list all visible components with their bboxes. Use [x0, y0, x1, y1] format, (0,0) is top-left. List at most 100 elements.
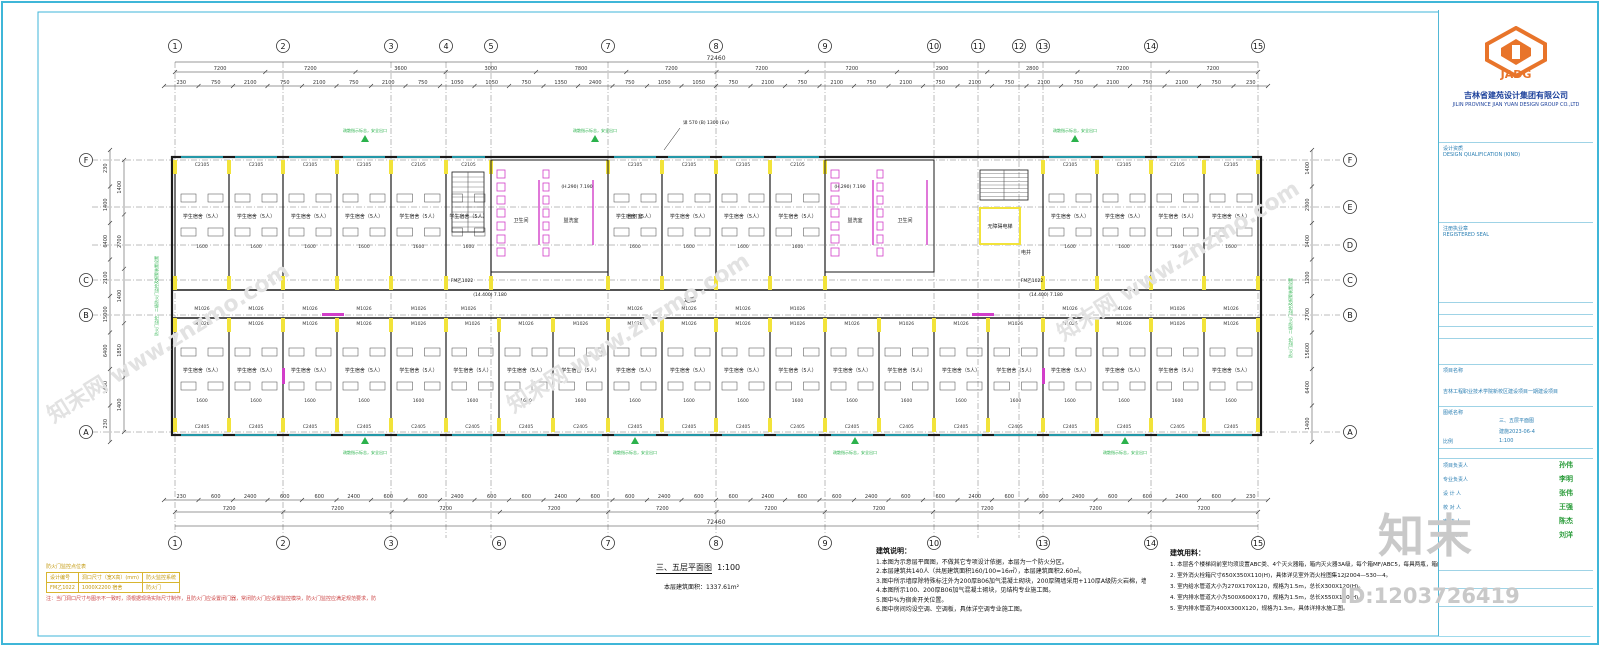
axis-marker	[168, 536, 182, 550]
bed	[884, 381, 901, 391]
column-highlight	[1095, 276, 1099, 290]
dim-tick	[782, 497, 788, 503]
bed	[234, 347, 251, 357]
company-name-en: JILIN PROVINCE JIAN YUAN DESIGN GROUP CO…	[1452, 102, 1580, 108]
window-label: C2105	[357, 162, 372, 168]
dim-tick	[804, 69, 809, 75]
bed	[667, 347, 684, 357]
dim-main: 7200	[548, 506, 561, 512]
bed	[396, 381, 413, 391]
door-label: M1026	[1170, 306, 1185, 312]
column-highlight	[660, 318, 664, 332]
dim-detail: 600	[1108, 494, 1118, 500]
room-dim: 1600	[683, 244, 695, 250]
exit-sign-label: 疏散指示标志，安全出口	[343, 449, 387, 455]
note-line: 6.图中房间均设空调、空调板，具体详空调专业施工图。	[876, 606, 1026, 614]
column-highlight	[660, 276, 664, 290]
bed	[912, 381, 929, 391]
sign-role: 校 对 人	[1443, 505, 1462, 511]
fixture	[876, 234, 884, 244]
room-dim: 1600	[413, 398, 425, 404]
bed	[1156, 227, 1172, 237]
dim-tick	[443, 69, 448, 75]
dim-vertical: 2300	[1305, 198, 1311, 211]
dim-tick	[161, 83, 167, 89]
dim-detail: 600	[694, 494, 704, 500]
legend-cell: 防火门	[141, 582, 181, 593]
bed	[451, 381, 467, 391]
door-label: M1026	[1223, 306, 1238, 312]
dim-detail: 600	[1004, 494, 1014, 500]
column-highlight	[1041, 276, 1045, 290]
divider	[1439, 448, 1593, 449]
column-highlight	[714, 160, 718, 174]
axis-label: 13	[1038, 539, 1048, 548]
bed	[288, 381, 305, 391]
room-dim: 1600	[304, 398, 316, 404]
axis-label: 8	[713, 42, 718, 51]
room-label: 学生宿舍（5人）	[1158, 367, 1196, 374]
column-highlight	[444, 318, 448, 332]
column-highlight	[551, 318, 555, 332]
axis-marker	[79, 153, 93, 167]
room-label: 学生宿舍（5人）	[1158, 213, 1196, 220]
dim-detail: 2100	[1106, 80, 1119, 86]
column-highlight	[823, 276, 827, 290]
column-highlight	[335, 318, 339, 332]
core-label: 卫生间	[897, 217, 912, 224]
divider	[1439, 338, 1593, 339]
axis-marker	[1343, 425, 1357, 439]
bed	[369, 193, 386, 203]
column-highlight	[227, 160, 231, 174]
dim-detail: 750	[1142, 80, 1152, 86]
axis-marker	[927, 536, 941, 550]
dim-tick	[1309, 403, 1315, 408]
column-highlight	[281, 160, 285, 174]
dim-tick	[1162, 83, 1167, 89]
accent-bar	[972, 313, 994, 316]
dim-detail: 2400	[589, 80, 602, 86]
room-label: 学生宿舍（5人）	[833, 367, 871, 374]
axis-label: 9	[822, 42, 827, 51]
dim-detail: 600	[832, 494, 842, 500]
axis-label: B	[1347, 311, 1353, 320]
signature: 王强	[1559, 502, 1573, 511]
column-highlight	[227, 418, 231, 432]
note-line: 5.图中%为宿舍开关位置。	[876, 596, 948, 604]
axis-marker	[709, 39, 723, 53]
dim-vertical: 15000	[103, 306, 109, 322]
room-dim: 1600	[1064, 398, 1076, 404]
accent-bar	[282, 368, 285, 384]
dim-detail: 600	[280, 494, 290, 500]
bed	[1209, 347, 1226, 357]
axis-label: 3	[388, 539, 393, 548]
fixture	[830, 182, 840, 192]
column-highlight	[389, 418, 393, 432]
bed	[613, 227, 630, 237]
bed	[748, 227, 765, 237]
exit-sign-label: 疏散指示标志，安全出口	[833, 449, 877, 455]
dim-tick	[930, 509, 936, 515]
dim-tick	[822, 509, 828, 515]
bed	[531, 381, 548, 391]
bed	[207, 227, 224, 237]
dim-tick	[1024, 497, 1029, 503]
axis-label: 1	[172, 42, 177, 51]
fixture	[496, 169, 506, 179]
core-label: 电井	[1021, 249, 1031, 256]
dim-main: 7800	[575, 66, 588, 72]
exit-arrow-icon	[631, 437, 639, 444]
side-note: 防火门监控，二级防火门监控及报警装置设置	[153, 256, 159, 336]
window-label: C2105	[1063, 162, 1078, 168]
dim-tick	[575, 83, 581, 89]
exterior-wall	[170, 155, 1263, 437]
room-label: 学生宿舍（5人）	[724, 213, 762, 220]
column-highlight	[877, 318, 881, 332]
bed	[586, 347, 603, 357]
signature: 陈杰	[1559, 516, 1573, 525]
room-dim: 1600	[413, 244, 425, 250]
bed	[803, 347, 820, 357]
column-highlight	[281, 318, 285, 332]
fixture	[542, 234, 550, 244]
